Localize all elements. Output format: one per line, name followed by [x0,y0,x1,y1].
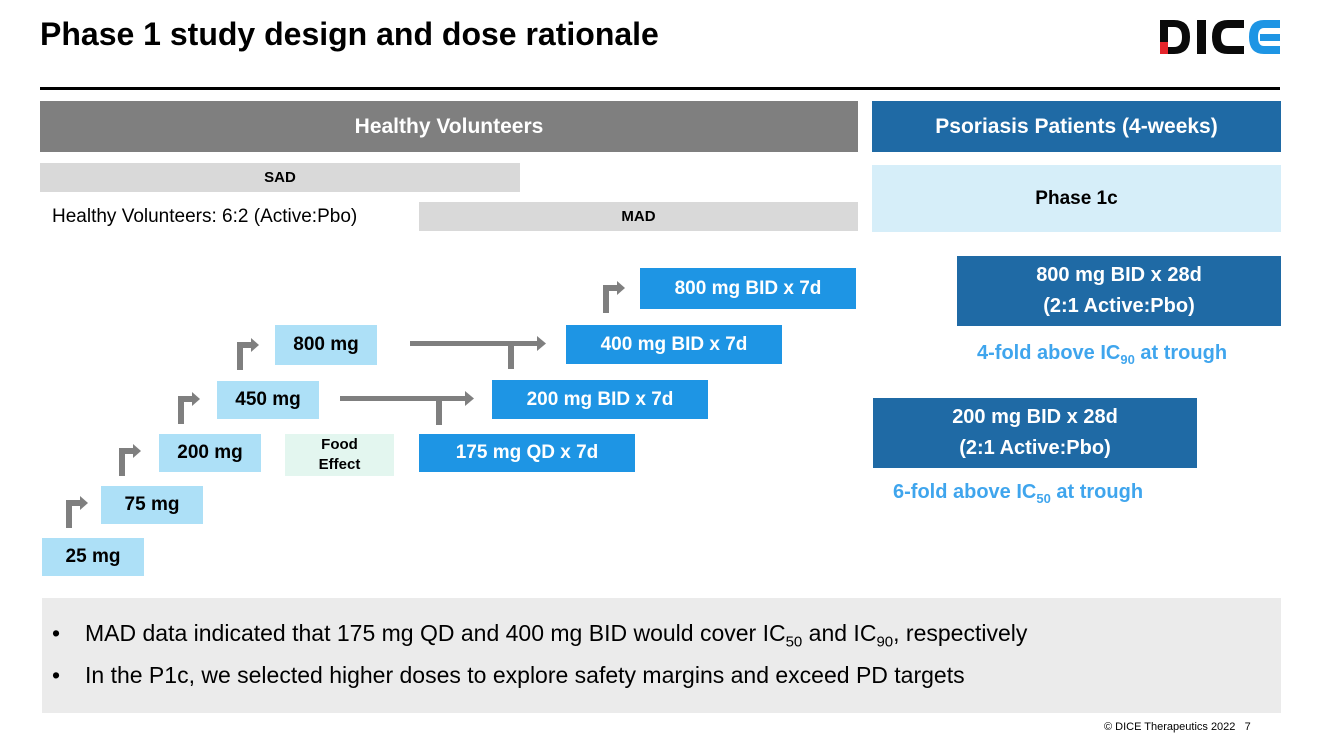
food-effect-box: Food Effect [285,434,394,476]
p1c-dose-200mg: 200 mg BID x 28d (2:1 Active:Pbo) [873,398,1197,468]
page-title: Phase 1 study design and dose rationale [40,16,659,52]
page-number: 7 [1244,721,1251,733]
p1c-dose-line1: 800 mg BID x 28d [1036,264,1202,286]
p1c-dose-800mg: 800 mg BID x 28d (2:1 Active:Pbo) [957,256,1281,326]
summary-box [42,598,1281,713]
sad-dose-450mg: 450 mg [217,381,319,419]
mad-dose-175mg-qd: 175 mg QD x 7d [419,434,635,472]
step-arrow-icon [178,392,200,424]
healthy-volunteers-header: Healthy Volunteers [40,101,858,152]
bullet-p1c-doses: •In the P1c, we selected higher doses to… [52,662,965,688]
dice-logo [1160,20,1280,54]
volunteer-ratio-text: Healthy Volunteers: 6:2 (Active:Pbo) [52,206,358,227]
mad-label: MAD [419,202,858,231]
step-arrow-icon [603,281,625,313]
p1c-dose-line2: (2:1 Active:Pbo) [959,437,1111,459]
p1c-dose-line1: 200 mg BID x 28d [952,406,1118,428]
step-arrow-icon [119,444,141,476]
sad-dose-75mg: 75 mg [101,486,203,524]
sad-label: SAD [40,163,520,192]
title-divider [40,87,1280,90]
food-effect-line2: Effect [318,456,361,473]
connector-arrow-icon [410,336,546,369]
sad-dose-200mg: 200 mg [159,434,261,472]
connector-arrow-icon [340,391,474,425]
sad-dose-25mg: 25 mg [42,538,144,576]
footer: © DICE Therapeutics 2022 7 [1104,721,1251,733]
copyright: © DICE Therapeutics 2022 [1104,721,1236,733]
food-effect-line1: Food [321,436,358,453]
p1c-dose-line2: (2:1 Active:Pbo) [1043,295,1195,317]
step-arrow-icon [66,496,88,528]
p1c-note-ic90: 4-fold above IC90 at trough [977,342,1228,367]
mad-dose-200mg-bid: 200 mg BID x 7d [492,380,708,419]
phase-1c-label: Phase 1c [872,165,1281,232]
sad-dose-800mg: 800 mg [275,325,377,365]
bullet-mad-coverage: •MAD data indicated that 175 mg QD and 4… [52,620,1028,651]
p1c-note-ic50: 6-fold above IC50 at trough [893,481,1144,506]
mad-dose-400mg-bid: 400 mg BID x 7d [566,325,782,364]
mad-dose-800mg-bid: 800 mg BID x 7d [640,268,856,309]
step-arrow-icon [237,338,259,370]
psoriasis-patients-header: Psoriasis Patients (4-weeks) [872,101,1281,152]
